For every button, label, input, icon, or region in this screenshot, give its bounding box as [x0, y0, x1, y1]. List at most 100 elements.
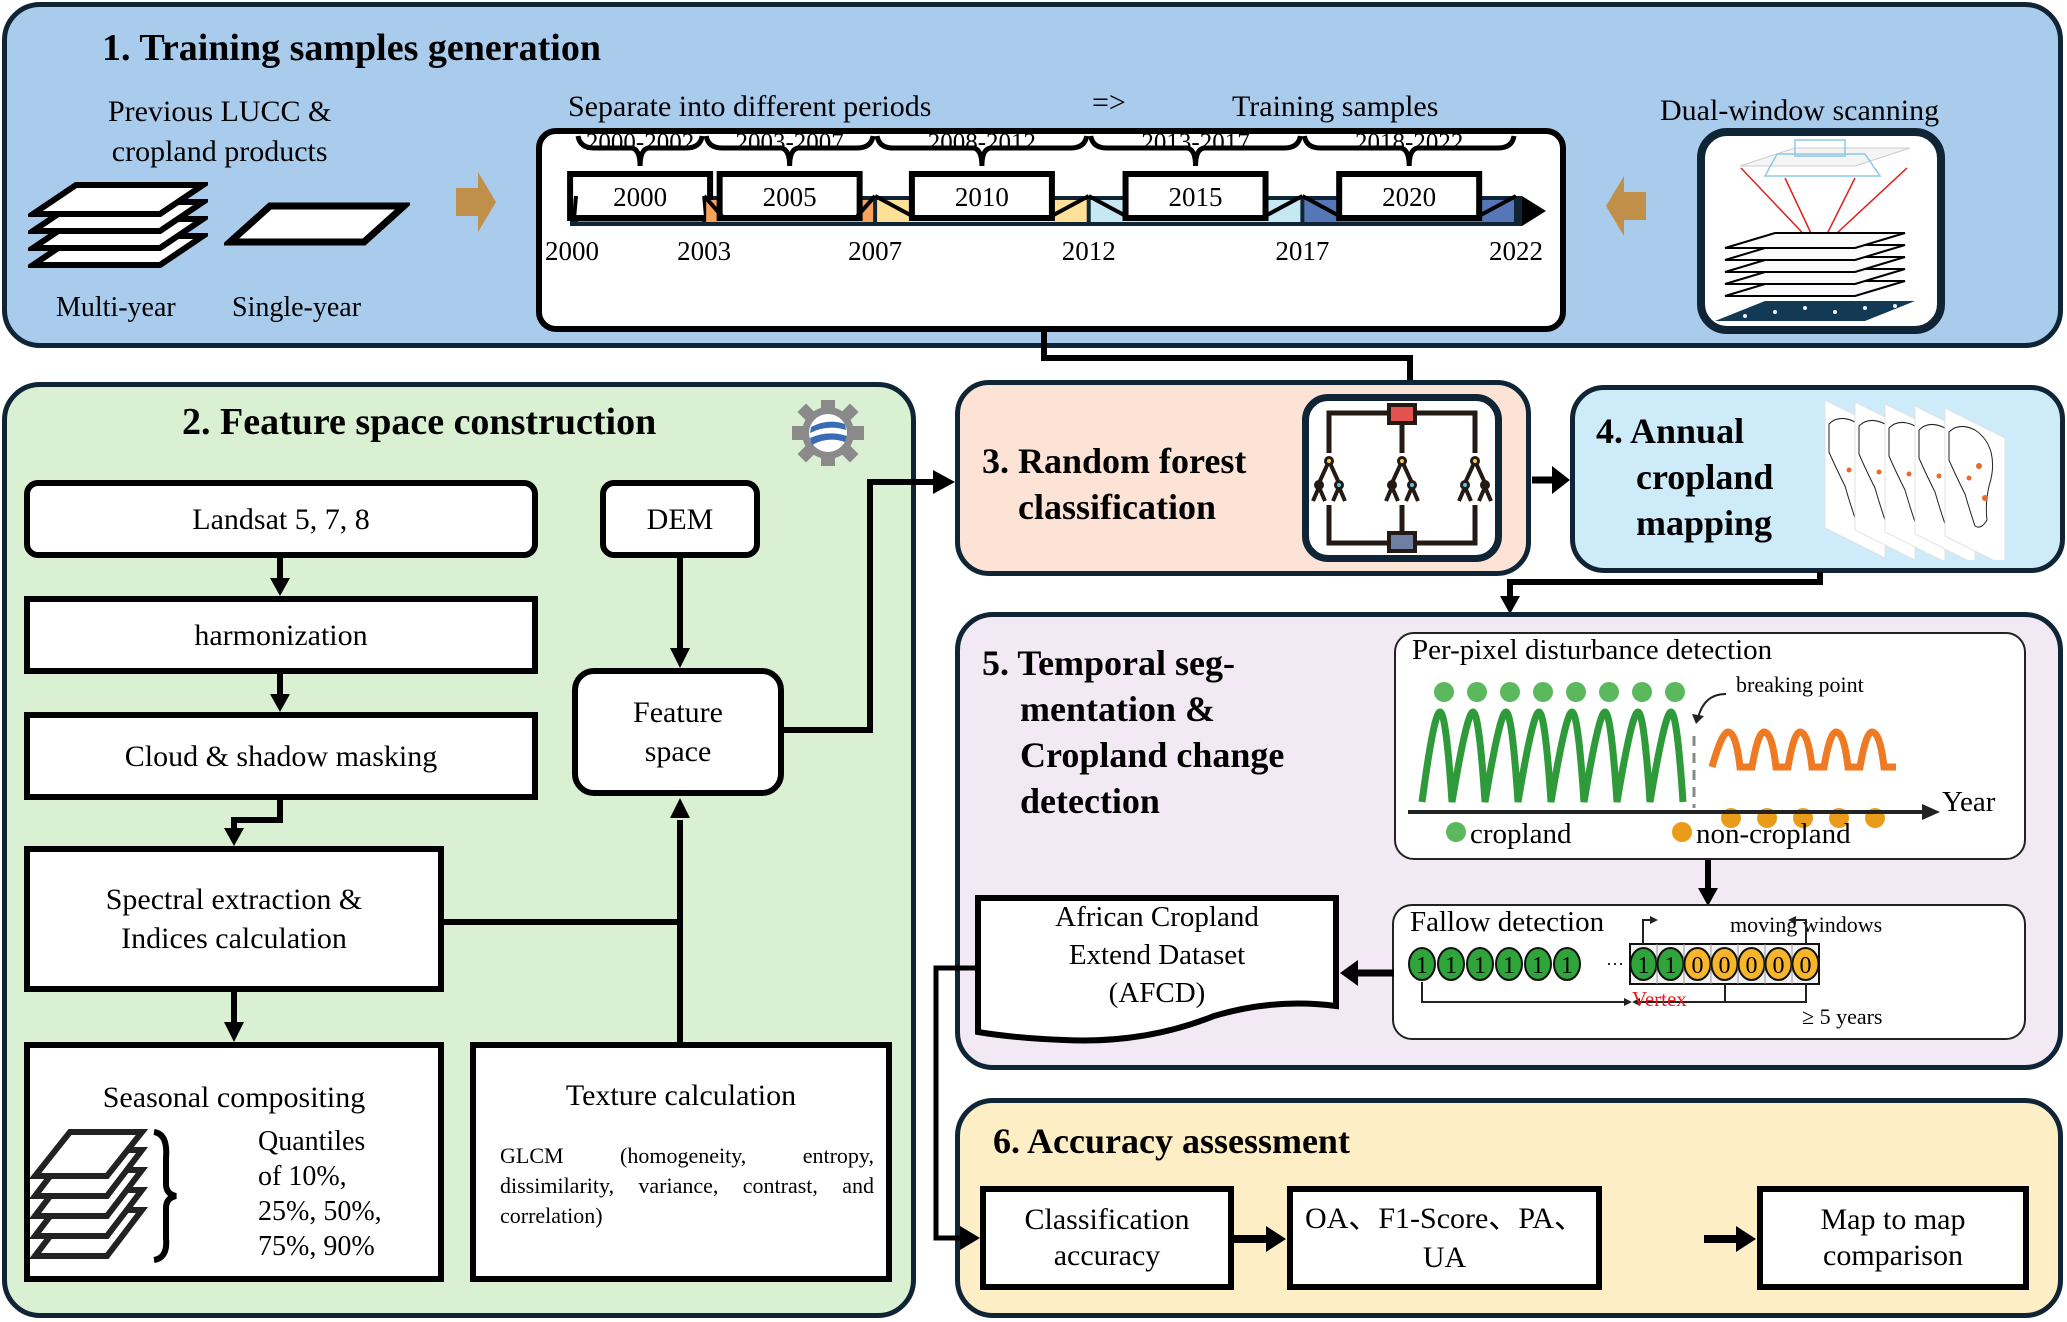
section-5-line: mentation & — [1020, 689, 1215, 729]
section-3-line2: classification — [1018, 487, 1216, 527]
single-year-label: Single-year — [232, 292, 362, 323]
section-4-line2: cropland — [1636, 457, 1774, 497]
breaking-point-pointer — [1697, 693, 1727, 719]
multi-year-layers-icon — [28, 182, 208, 268]
texture-calculation-box: Texture calculation GLCM (homogeneity, e… — [470, 1042, 892, 1282]
section-5-number: 5. — [982, 643, 1009, 683]
window-node-value: 0 — [1692, 953, 1704, 979]
timeline-year-tick: 2017 — [1275, 236, 1329, 266]
sample-year-label: 2020 — [1382, 182, 1436, 212]
section-4-number: 4. — [1596, 411, 1623, 451]
cropland-hotspot — [1846, 467, 1852, 473]
annual-maps-icon — [1824, 400, 2006, 560]
spectral-line1: Spectral extraction & — [105, 883, 363, 916]
classification-line2: accuracy — [1053, 1239, 1161, 1272]
section-6-title: 6. Accuracy assessment — [993, 1121, 1350, 1161]
timeline-year-tick: 2003 — [677, 236, 731, 266]
cropland-hotspot — [1906, 471, 1912, 477]
timeline-arrowhead — [1522, 196, 1546, 226]
legend-non-cropland-dot — [1672, 822, 1692, 842]
non-cropland-curve — [1708, 728, 1896, 771]
harmonization-label: harmonization — [194, 618, 368, 652]
composite-layers-icon — [30, 1129, 177, 1263]
cropland-dot — [1566, 682, 1586, 702]
callout-line — [702, 194, 726, 220]
previous-products-line1: Previous LUCC & — [108, 95, 332, 128]
previous-products-line2: cropland products — [111, 135, 328, 168]
cropland-hotspot — [1966, 475, 1972, 481]
sequence-node — [1553, 947, 1581, 981]
annual-map-sheet — [1944, 407, 2006, 560]
section-2-connectors — [224, 470, 955, 1042]
map-sheet — [1944, 407, 2006, 560]
window-node-value: 0 — [1773, 953, 1785, 979]
texture-label: Texture calculation — [565, 1079, 797, 1112]
dual-window-label: Dual-window scanning — [1660, 94, 1940, 127]
section-5-line: Temporal seg- — [1017, 643, 1236, 683]
sequence-node — [1408, 947, 1436, 981]
sequence-node — [1466, 947, 1494, 981]
afcd-label: African Cropland Extend Dataset (AFCD) — [978, 898, 1336, 1012]
cropland-dot — [1533, 682, 1553, 702]
window-arrowhead — [1788, 916, 1796, 924]
cropland-hotspot — [1876, 469, 1882, 475]
classification-line1: Classification — [1024, 1203, 1190, 1236]
quantiles-line: Quantiles — [258, 1126, 366, 1157]
map-comparison-line2: comparison — [1823, 1239, 1963, 1272]
sequence-node — [1495, 947, 1523, 981]
fallow-title: Fallow detection — [1410, 906, 1605, 938]
metrics-box: OA、F1-Score、PA、UA — [1287, 1186, 1602, 1290]
sequence-node-value: 1 — [1416, 953, 1428, 979]
window-node-value: 0 — [1746, 953, 1758, 979]
callout-line — [1046, 194, 1090, 220]
classification-accuracy-box: Classification accuracy — [980, 1186, 1234, 1290]
afcd-document-shape — [975, 895, 1339, 1044]
section-5-line: Cropland change — [1020, 735, 1285, 775]
section-2-title: 2. Feature space construction — [182, 401, 657, 443]
window-node — [1791, 947, 1820, 981]
legend-non-cropland: non-cropland — [1696, 818, 1851, 850]
africa-outline — [1948, 426, 1994, 528]
left-arrow-icon — [1606, 176, 1646, 236]
sequence-node-value: 1 — [1474, 953, 1486, 979]
earth-engine-icon — [792, 400, 864, 466]
metrics-label: OA、F1-Score、PA、UA — [1305, 1202, 1584, 1274]
cropland-hotspot — [1936, 473, 1942, 479]
cropland-dot — [1632, 682, 1652, 702]
spectral-line2: Indices calculation — [121, 922, 347, 955]
period-brace — [1301, 135, 1517, 167]
map-comparison-line1: Map to map — [1820, 1203, 1966, 1236]
connector-s4-to-s5 — [1500, 572, 1823, 614]
section-3-title: 3. Random forest classification — [982, 438, 1246, 530]
vertex-arrowhead — [1632, 998, 1640, 1006]
cropland-dot — [1500, 682, 1520, 702]
callout-line — [572, 195, 578, 219]
callout-line — [874, 194, 917, 220]
sequence-node-value: 1 — [1503, 953, 1515, 979]
cropland-dot — [1467, 682, 1487, 702]
timeline-chart: 2000-200220002003-200720052008-201220102… — [545, 129, 1546, 266]
arrow-metrics-to-map-head — [1704, 1226, 1756, 1252]
map-comparison-box: Map to map comparison — [1757, 1186, 2029, 1290]
cropland-dot — [1434, 682, 1454, 702]
multi-year-label: Multi-year — [56, 292, 176, 323]
legend-cropland-dot — [1446, 822, 1466, 842]
window-node-value: 0 — [1719, 953, 1731, 979]
min-years-label: ≥ 5 years — [1802, 1004, 1883, 1029]
breaking-point-label: breaking point — [1736, 672, 1864, 697]
timeline-year-tick: 2012 — [1062, 236, 1116, 266]
legend-cropland: cropland — [1470, 818, 1572, 850]
period-range-label: 2000-2002 — [586, 129, 694, 156]
harmonization-box: harmonization — [24, 596, 538, 674]
cropland-hotspot — [1976, 463, 1982, 469]
seasonal-label: Seasonal compositing — [102, 1081, 366, 1114]
quantiles-line: of 10%, — [258, 1161, 347, 1192]
glcm-text: GLCM (homogeneity, entropy, dissimilarit… — [500, 1143, 874, 1228]
sequence-node-value: 1 — [1532, 953, 1544, 979]
connector-afcd-to-s6 — [933, 965, 980, 1250]
callout-line — [1087, 194, 1131, 220]
spectral-extraction-box: Spectral extraction & Indices calculatio… — [24, 846, 444, 992]
vertex-bracket-left — [1421, 982, 1626, 1003]
breaking-point-arrowhead — [1692, 714, 1704, 724]
random-forest-icon-frame — [1302, 394, 1502, 562]
